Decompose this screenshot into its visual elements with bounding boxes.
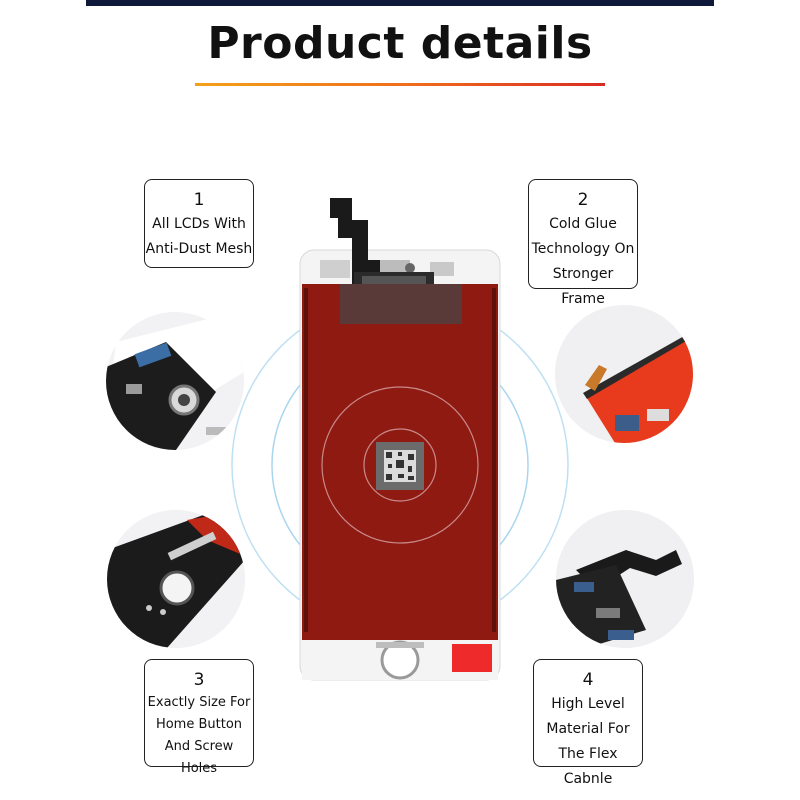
- callout-4: 4 High Level Material For The Flex Cabnl…: [533, 659, 643, 787]
- callout-line: Anti-Dust Mesh: [145, 241, 253, 257]
- detail-photo-flex-cable: [556, 510, 694, 648]
- callout-number: 4: [582, 670, 594, 690]
- callout-line: All LCDs With: [152, 216, 246, 232]
- callout-line: Exactly Size For: [147, 695, 251, 710]
- page-title: Product details: [207, 18, 593, 69]
- lcd-screen-image: [231, 198, 569, 681]
- callout-1: 1 All LCDs With Anti-Dust Mesh: [144, 179, 254, 268]
- detail-photo-cold-glue: [555, 305, 693, 443]
- detail-photo-home-button: [107, 510, 245, 648]
- callout-line: The Flex Cabnle: [558, 746, 618, 787]
- top-bar: [86, 0, 714, 6]
- callout-line: Home Button: [155, 717, 243, 732]
- callout-line: Material For: [546, 721, 630, 737]
- title-underline: [195, 83, 605, 86]
- callout-line: Cold Glue: [549, 216, 617, 232]
- callout-line: Technology On: [531, 241, 635, 257]
- callout-line: High Level: [551, 696, 625, 712]
- callout-2: 2 Cold Glue Technology On Stronger Frame: [528, 179, 638, 307]
- callout-line: And Screw Holes: [164, 739, 234, 776]
- callout-line: Stronger Frame: [552, 266, 614, 307]
- callout-number: 1: [193, 190, 205, 210]
- callout-number: 2: [577, 190, 589, 210]
- callout-number: 3: [193, 670, 205, 690]
- detail-photo-dust-mesh: [106, 312, 244, 450]
- callout-3: 3 Exactly Size For Home Button And Screw…: [144, 659, 254, 776]
